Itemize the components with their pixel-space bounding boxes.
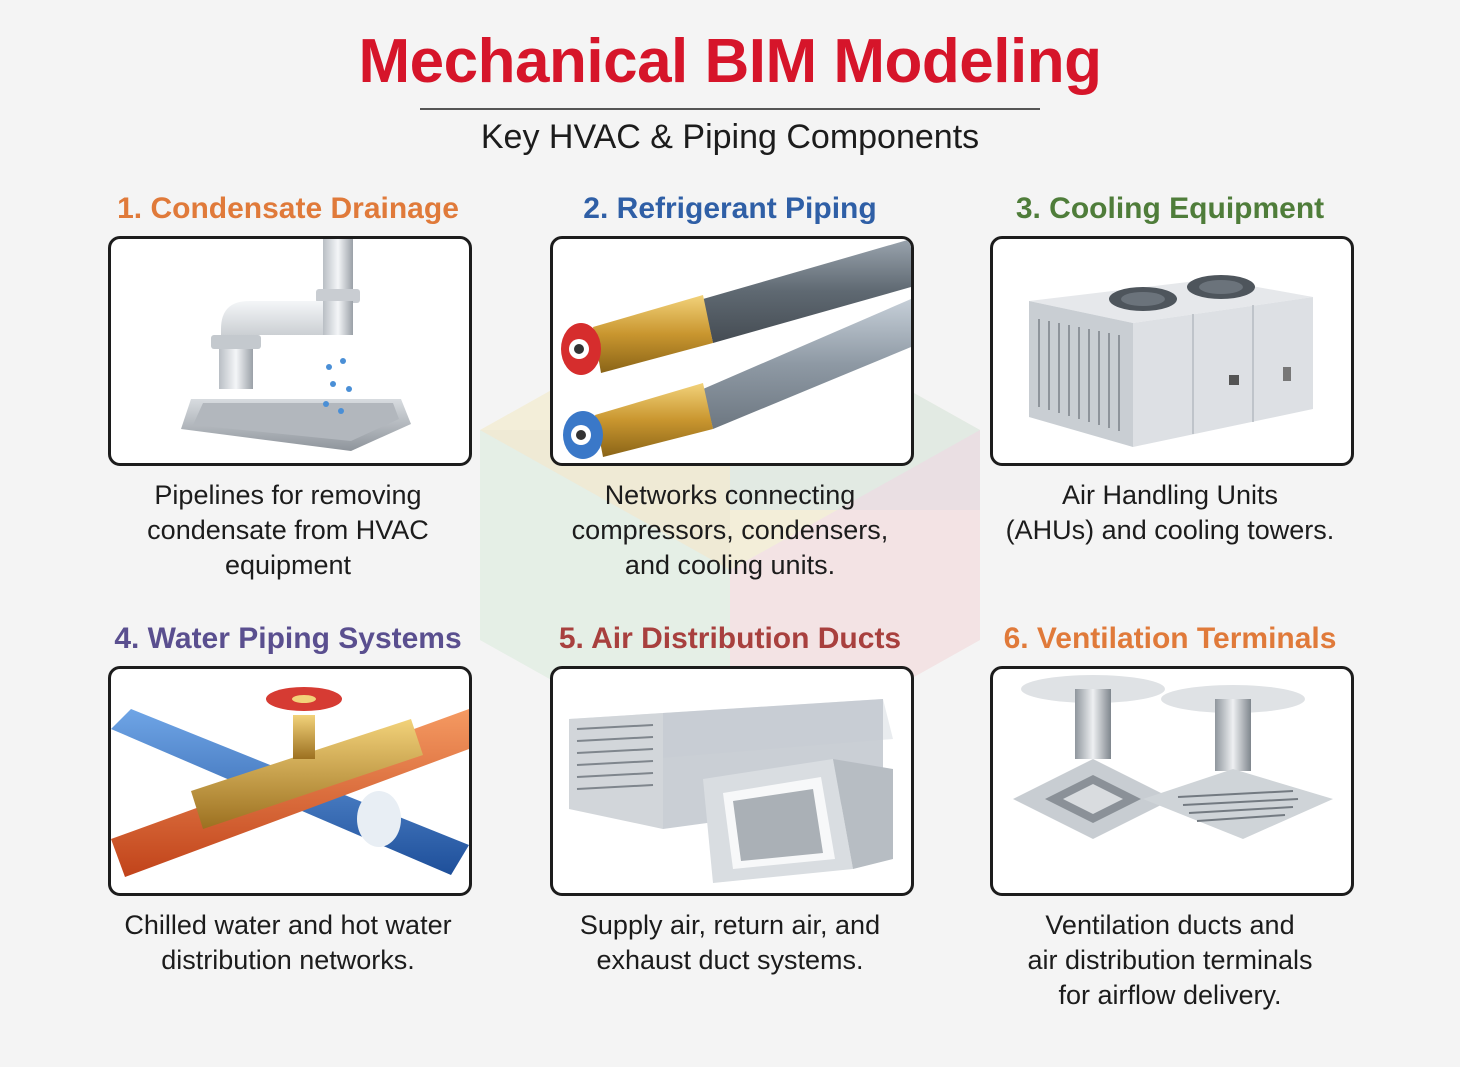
card-image-frame <box>108 666 472 896</box>
card-title: 4. Water Piping Systems <box>114 622 462 655</box>
card-title: 2. Refrigerant Piping <box>583 192 877 225</box>
air-duct-icon <box>569 699 893 883</box>
title-divider <box>420 108 1040 110</box>
card-title: 3. Cooling Equipment <box>1015 192 1325 225</box>
cooling-unit-icon <box>1029 275 1313 447</box>
card-image-frame <box>990 236 1354 466</box>
card-description: Ventilation ducts and air distribution t… <box>1027 910 1313 1010</box>
card-description: Supply air, return air, and exhaust duct… <box>579 910 881 975</box>
card-image-frame <box>990 666 1354 896</box>
page-title: Mechanical BIM Modeling <box>358 27 1102 96</box>
card-image-frame <box>108 236 472 466</box>
card-title: 1. Condensate Drainage <box>117 192 459 225</box>
card-title: 6. Ventilation Terminals <box>1003 622 1337 655</box>
water-pipe-valve-icon <box>111 687 469 877</box>
card-description: Pipelines for removing condensate from H… <box>147 480 429 580</box>
refrigerant-pipe-icon <box>561 239 911 459</box>
card-title: 5. Air Distribution Ducts <box>558 622 902 655</box>
card-description: Air Handling Units (AHUs) and cooling to… <box>1005 480 1335 545</box>
card-description: Chilled water and hot water distribution… <box>124 910 452 975</box>
card-image-frame <box>550 666 914 896</box>
condensate-drain-pipe-icon <box>181 239 411 451</box>
ceiling-diffuser-icon <box>1013 675 1333 839</box>
card-description: Networks connecting compressors, condens… <box>571 480 889 580</box>
page-subtitle: Key HVAC & Piping Components <box>480 118 980 156</box>
card-image-frame <box>550 236 914 466</box>
